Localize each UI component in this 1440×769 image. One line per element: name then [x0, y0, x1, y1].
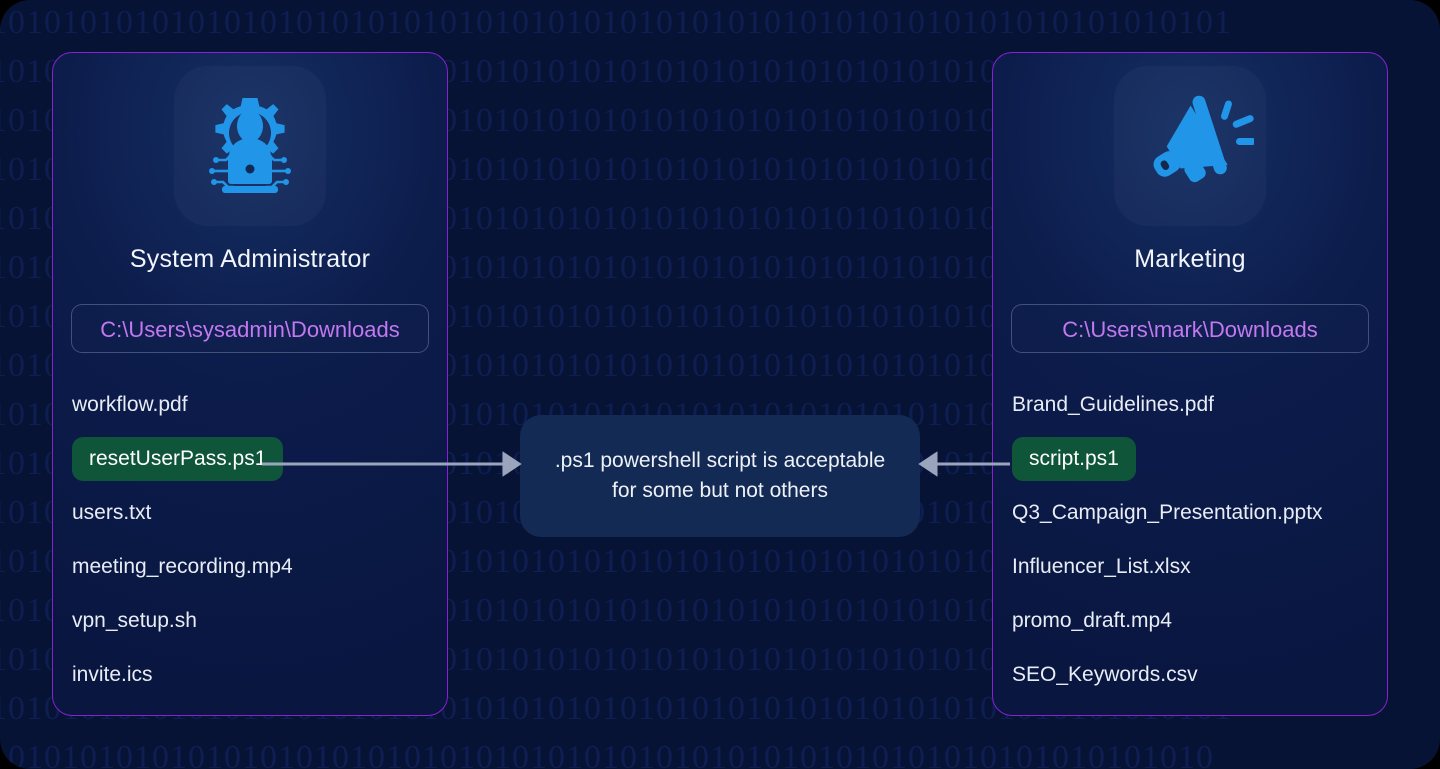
- file-name-label: meeting_recording.mp4: [72, 555, 293, 578]
- file-chip-label: resetUserPass.ps1: [72, 437, 284, 481]
- binary-row: 0101010101010101010101010101010101010101…: [0, 4, 1232, 41]
- file-name-label: users.txt: [72, 501, 152, 524]
- center-callout-message: .ps1 powershell script is acceptable for…: [554, 449, 886, 502]
- binary-row: 1010101010101010101010101010101010101010…: [0, 739, 1214, 769]
- file-row[interactable]: meeting_recording.mp4: [53, 540, 447, 594]
- file-row[interactable]: workflow.pdf: [53, 378, 447, 432]
- file-row[interactable]: Q3_Campaign_Presentation.pptx: [993, 486, 1387, 540]
- arrowhead-left: [502, 451, 522, 477]
- file-row-highlighted[interactable]: script.ps1: [993, 432, 1387, 486]
- file-name-label: workflow.pdf: [72, 393, 188, 416]
- file-row-highlighted[interactable]: resetUserPass.ps1: [53, 432, 447, 486]
- path-field[interactable]: C:\Users\sysadmin\Downloads: [71, 304, 429, 353]
- file-name-label: Brand_Guidelines.pdf: [1012, 393, 1214, 416]
- file-name-label: Influencer_List.xlsx: [1012, 555, 1191, 578]
- panel-system-administrator[interactable]: System Administrator C:\Users\sysadmin\D…: [52, 52, 448, 716]
- file-name-label: vpn_setup.sh: [72, 609, 197, 632]
- file-chip-label: script.ps1: [1012, 437, 1136, 481]
- panel-title: Marketing: [1134, 245, 1246, 273]
- panel-marketing[interactable]: Marketing C:\Users\mark\Downloads Brand_…: [992, 52, 1388, 716]
- panel-title: System Administrator: [129, 245, 371, 273]
- file-row[interactable]: Brand_Guidelines.pdf: [993, 378, 1387, 432]
- file-name-label: invite.ics: [72, 663, 153, 686]
- file-name-label: Q3_Campaign_Presentation.pptx: [1012, 501, 1323, 524]
- arrowhead-right: [918, 451, 938, 477]
- file-row[interactable]: promo_draft.mp4: [993, 594, 1387, 648]
- file-name-label: promo_draft.mp4: [1012, 609, 1172, 632]
- admin-gear-user-icon: [174, 66, 326, 226]
- file-list: workflow.pdf resetUserPass.ps1 users.txt me…: [53, 378, 447, 702]
- path-field[interactable]: C:\Users\mark\Downloads: [1011, 304, 1369, 353]
- center-callout: .ps1 powershell script is acceptable for…: [520, 415, 920, 537]
- file-row[interactable]: Influencer_List.xlsx: [993, 540, 1387, 594]
- file-row[interactable]: vpn_setup.sh: [53, 594, 447, 648]
- file-row[interactable]: invite.ics: [53, 648, 447, 702]
- file-row[interactable]: SEO_Keywords.csv: [993, 648, 1387, 702]
- megaphone-icon: [1114, 66, 1266, 226]
- file-row[interactable]: users.txt: [53, 486, 447, 540]
- file-name-label: SEO_Keywords.csv: [1012, 663, 1198, 686]
